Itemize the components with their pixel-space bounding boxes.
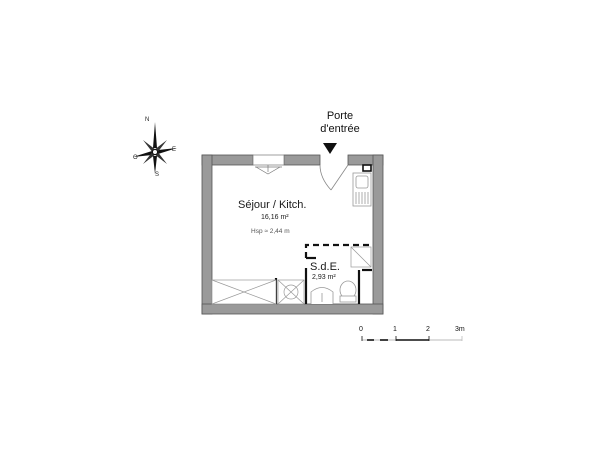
- entrance-label-line1: Porte: [326, 110, 354, 122]
- wash-basin: [310, 287, 334, 304]
- kitchen-sink: [352, 172, 372, 207]
- room-living-kitchen-name: Séjour / Kitch.: [238, 199, 307, 211]
- storage-cupboards: [211, 279, 305, 305]
- room-bathroom-area: 2,93 m²: [312, 274, 336, 281]
- room-living-kitchen-height: Hsp ≈ 2,44 m: [251, 228, 290, 235]
- scale-tick-2: 2: [426, 326, 430, 333]
- shower-tray: [350, 246, 372, 268]
- entry-arrow-icon: [323, 143, 337, 154]
- scale-tick-0: 0: [359, 326, 363, 333]
- scale-tick-3: 3m: [455, 326, 465, 333]
- entrance-door: [319, 164, 349, 191]
- compass-south-label: S: [155, 172, 160, 178]
- room-living-kitchen-area: 16,16 m²: [261, 214, 289, 221]
- bathroom-partition: [304, 243, 373, 304]
- toilet: [339, 280, 357, 303]
- entrance-label: Porte d'entrée: [315, 110, 365, 136]
- room-bathroom-name: S.d.E.: [310, 261, 340, 273]
- window: [252, 154, 285, 175]
- scale-tick-1: 1: [393, 326, 397, 333]
- compass-west-label: O: [133, 155, 138, 161]
- compass-east-label: E: [172, 147, 177, 153]
- compass-rose-icon: [133, 122, 177, 174]
- entrance-label-line2: d'entrée: [320, 123, 360, 135]
- scale-bar: [361, 336, 463, 341]
- compass-north-label: N: [145, 117, 150, 123]
